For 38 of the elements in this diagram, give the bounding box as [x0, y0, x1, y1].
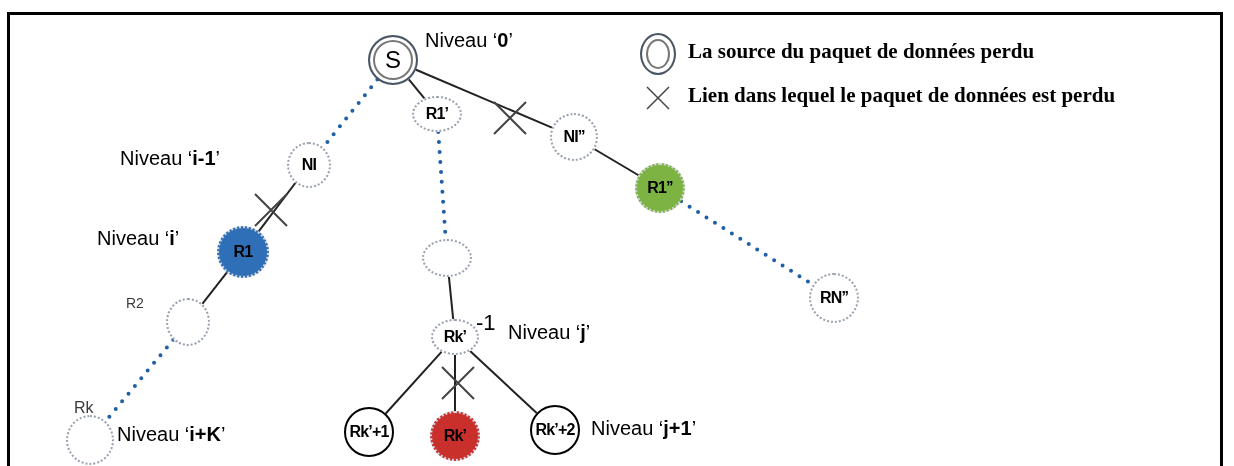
level-label: Niveau ‘i+K’	[117, 424, 226, 444]
legend-text: La source du paquet de données perdu	[688, 38, 1036, 65]
link-line	[415, 68, 553, 129]
node-label: RN’’	[819, 290, 849, 306]
node-caption: Rk	[74, 400, 94, 416]
link-line	[454, 354, 456, 412]
link-line	[201, 271, 228, 305]
node-caption: R2	[126, 296, 144, 310]
router-node	[217, 226, 269, 278]
node-label: Rk’	[443, 329, 467, 345]
link-line	[593, 148, 640, 177]
level-label: Niveau ‘i-1’	[120, 148, 221, 168]
router-node	[430, 411, 480, 461]
node-label: NI	[301, 157, 317, 173]
level-label: Niveau ‘j’	[508, 322, 591, 342]
link-line	[407, 78, 426, 100]
empty-node	[166, 298, 210, 346]
source-node	[368, 35, 418, 85]
router-node	[344, 407, 394, 457]
node-label: R1	[233, 244, 253, 260]
router-node	[530, 405, 580, 455]
level-label: Niveau ‘i’	[97, 228, 180, 248]
node-label: R1’’	[647, 180, 673, 196]
router-node	[635, 163, 685, 213]
node-label: S	[385, 48, 401, 72]
level-label: Niveau ‘0’	[425, 30, 513, 50]
node-label: Rk’+2	[535, 422, 575, 438]
link-line	[447, 275, 455, 321]
link-line	[257, 182, 297, 233]
legend-text: Lien dans lequel le paquet de données est perdu	[688, 82, 1117, 109]
node-label: NI’’	[563, 129, 585, 145]
node-label: R1’	[425, 106, 449, 122]
link-line	[384, 350, 443, 415]
empty-node	[66, 415, 114, 465]
node-label: Rk’	[443, 428, 467, 444]
link-line	[469, 350, 538, 414]
node-caption: -1	[476, 312, 496, 334]
node-label: Rk’+1	[349, 424, 389, 440]
